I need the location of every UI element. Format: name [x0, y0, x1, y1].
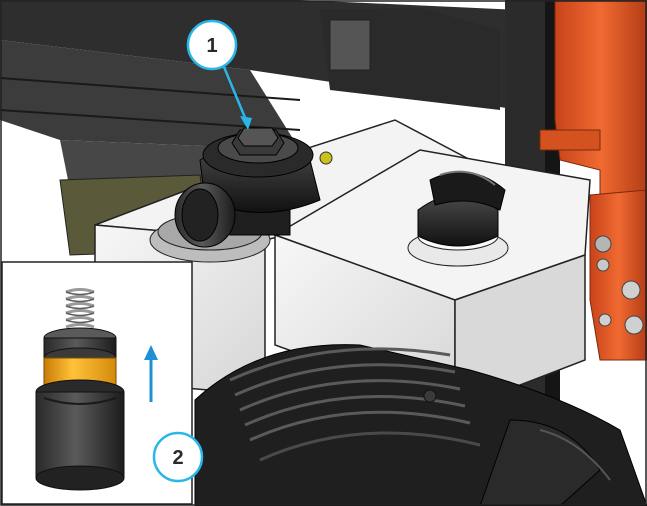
tank-filler-cap	[407, 170, 509, 267]
arrow-up-icon	[144, 345, 158, 402]
engine-cover	[194, 344, 647, 506]
callout-2: 2	[152, 431, 204, 483]
arrow-pointer-icon	[222, 66, 252, 130]
callout-1-label: 1	[206, 35, 217, 57]
callout-2-label: 2	[172, 447, 183, 469]
breather-filter	[149, 127, 333, 263]
hitch-bracket	[539, 0, 647, 361]
spring	[65, 288, 95, 329]
callout-1: 1	[186, 19, 252, 130]
breather-body	[35, 391, 125, 479]
